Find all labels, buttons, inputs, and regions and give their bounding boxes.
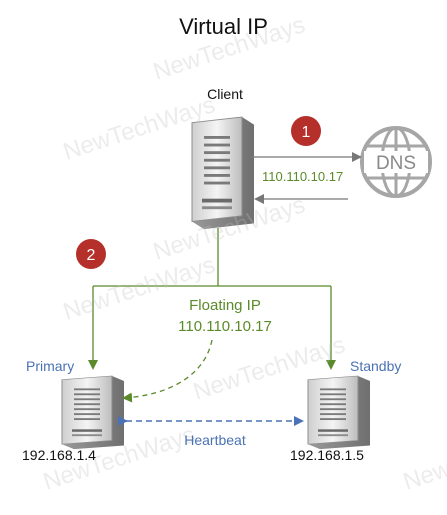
floating-ip-arrow: [122, 339, 213, 403]
floating-ip-label: Floating IP: [189, 297, 261, 314]
step-badge-1: 1: [291, 116, 321, 146]
diagram-title: Virtual IP: [179, 14, 268, 39]
heartbeat-label: Heartbeat: [184, 432, 246, 448]
dns-response-ip: 110.110.10.17: [262, 169, 344, 184]
dns-globe-icon: [360, 126, 432, 198]
standby-server-icon: [307, 375, 371, 450]
step-2-number: 2: [87, 247, 96, 264]
primary-server-icon: [61, 375, 125, 450]
client-connection-lines: [93, 228, 331, 287]
step-badge-2: 2: [76, 239, 106, 269]
step-1-number: 1: [302, 124, 311, 141]
primary-label: Primary: [26, 358, 75, 374]
floating-ip-address: 110.110.10.17: [178, 318, 272, 335]
primary-ip: 192.168.1.4: [22, 447, 96, 463]
client-label: Client: [207, 86, 243, 102]
dns-label: DNS: [376, 153, 416, 174]
standby-label: Standby: [350, 358, 402, 374]
standby-ip: 192.168.1.5: [290, 447, 364, 463]
